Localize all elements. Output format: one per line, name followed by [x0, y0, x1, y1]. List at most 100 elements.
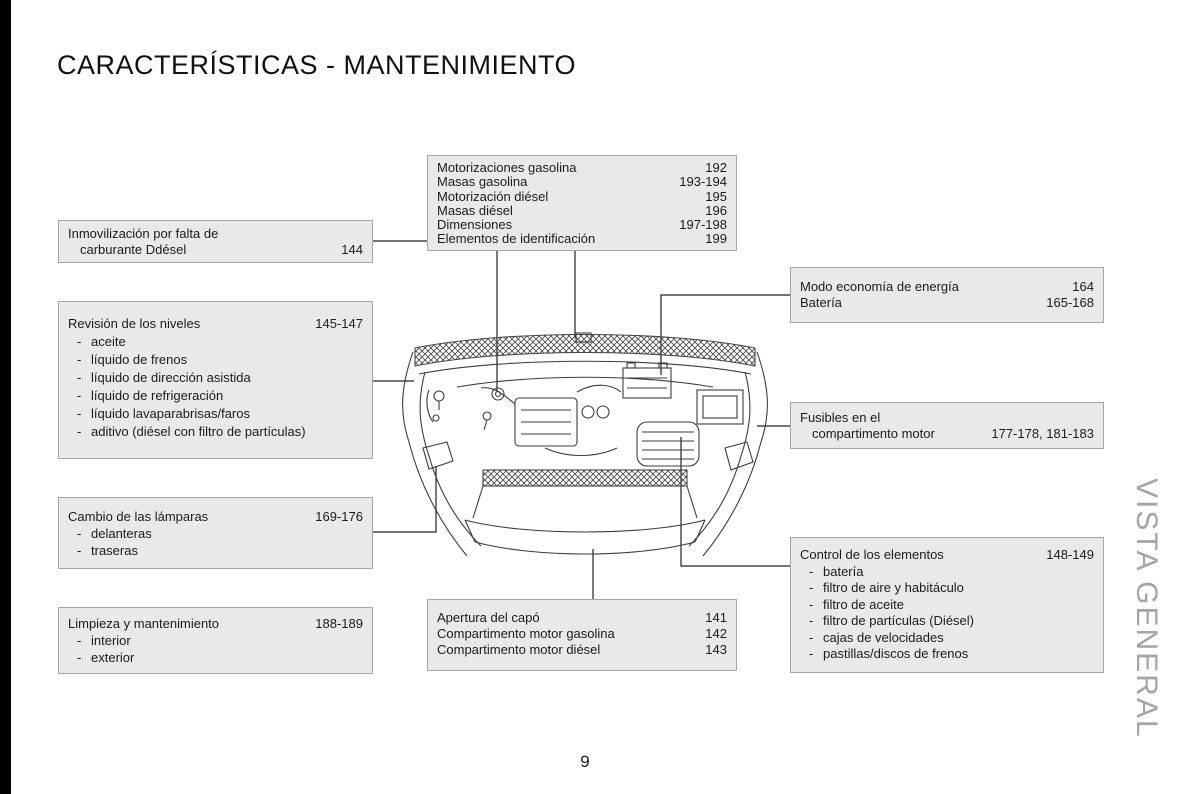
engine-block	[514, 397, 578, 447]
washer-reservoir-detail	[432, 414, 440, 422]
grille-upper-line	[464, 519, 706, 533]
list-item: traseras	[68, 542, 363, 559]
row-label: Dimensiones	[437, 217, 513, 233]
callout-row: Masas gasolina 193-194	[437, 174, 727, 190]
callout-row: Compartimento motor gasolina 142	[437, 626, 727, 642]
callout-title-row: Cambio de las lámparas 169-176	[68, 508, 363, 525]
row-label: Compartimento motor gasolina	[437, 626, 615, 641]
page-title: CARACTERÍSTICAS - MANTENIMIENTO	[57, 50, 577, 80]
callout-title: Cambio de las lámparas	[68, 509, 209, 524]
row-label: Elementos de identificación	[437, 231, 596, 247]
list-item: líquido de dirección asistida	[68, 369, 363, 387]
callout-row: Modo economía de energía 164	[800, 279, 1094, 295]
row-label: Batería	[800, 295, 842, 310]
callout-title-row: Revisión de los niveles 145-147	[68, 315, 363, 333]
row-pages: 188-189	[315, 616, 363, 631]
air-filter-ribs	[642, 431, 694, 460]
list-item: líquido de frenos	[68, 351, 363, 369]
bumper-sides	[464, 519, 706, 543]
row-pages: 142	[705, 626, 727, 641]
side-tab-label: VISTA GENERAL	[1130, 478, 1163, 739]
callout-text-line2: carburante Ddésel	[80, 242, 187, 257]
right-headlamp	[724, 441, 754, 471]
callout-title: Control de los elementos	[800, 547, 944, 562]
row-pages: 148-149	[1046, 547, 1094, 562]
list-item: líquido de refrigeración	[68, 387, 363, 405]
row-pages: 195	[705, 188, 727, 204]
callout-text-line1: Inmovilización por falta de	[68, 226, 219, 241]
hose-left	[480, 387, 516, 405]
list-item: batería	[800, 564, 1094, 581]
row-pages: 177-178, 181-183	[991, 426, 1094, 441]
crossmember-supports	[472, 485, 698, 519]
right-fender-outline	[702, 351, 768, 557]
row-pages: 197-198	[679, 217, 727, 233]
hood-latch	[575, 332, 592, 343]
callout-immobilization: Inmovilización por falta de carburante D…	[58, 220, 373, 263]
row-label: Motorización diésel	[437, 188, 549, 204]
callout-row: Compartimento motor diésel 143	[437, 642, 727, 658]
connector-lamps	[373, 466, 437, 533]
brake-fluid-cap	[596, 405, 610, 419]
washer-reservoir-body	[426, 389, 440, 423]
dipstick-rod	[483, 419, 488, 431]
row-label: Motorizaciones gasolina	[437, 160, 577, 175]
list-item: delanteras	[68, 525, 363, 542]
list-item: filtro de partículas (Diésel)	[800, 613, 1094, 630]
list-item: aditivo (diésel con filtro de partículas…	[68, 423, 363, 441]
lower-hose	[544, 447, 618, 456]
bay-inner-edge	[418, 360, 752, 375]
list-item: interior	[68, 632, 363, 649]
list-item: exterior	[68, 649, 363, 666]
right-fender-inner	[688, 371, 751, 547]
page-spine-bar	[0, 0, 11, 794]
row-pages: 143	[705, 642, 727, 657]
list-item: líquido lavaparabrisas/faros	[68, 405, 363, 423]
page-number: 9	[580, 752, 590, 771]
hose-right	[576, 384, 622, 393]
washer-reservoir-cap	[433, 390, 445, 402]
callout-row: Motorización diésel 195	[437, 188, 727, 204]
list-item: filtro de aceite	[800, 597, 1094, 614]
fuse-box-lid	[702, 395, 738, 419]
list-item: filtro de aire y habitáculo	[800, 580, 1094, 597]
row-label: Apertura del capó	[437, 610, 540, 625]
battery	[622, 367, 672, 399]
bumper-line	[474, 541, 696, 555]
battery-terminal-right	[658, 362, 668, 369]
air-filter-housing	[636, 421, 700, 467]
list-item: cajas de velocidades	[800, 630, 1094, 647]
callout-lamps: Cambio de las lámparas 169-176 delanteras…	[58, 497, 373, 569]
front-crossmember	[482, 469, 688, 487]
row-label: Compartimento motor diésel	[437, 642, 601, 657]
list-item: pastillas/discos de frenos	[800, 646, 1094, 663]
row-pages: 164	[1072, 279, 1094, 294]
callout-title: Revisión de los niveles	[68, 316, 201, 331]
row-label: Masas gasolina	[437, 174, 528, 190]
row-pages: 169-176	[315, 509, 363, 524]
bay-inner-edge-2	[456, 376, 714, 388]
cowl-seal-band	[414, 333, 756, 367]
row-pages: 193-194	[679, 174, 727, 190]
battery-terminal-left	[626, 362, 636, 369]
row-pages: 145-147	[315, 316, 363, 331]
fuse-box	[696, 389, 744, 425]
engine-bay-diagram	[402, 332, 768, 557]
callout-title: Limpieza y mantenimiento	[68, 616, 220, 631]
row-label: Modo economía de energía	[800, 279, 959, 294]
row-label: Masas diésel	[437, 202, 513, 218]
battery-label-lines	[627, 377, 667, 389]
callout-title-row: Limpieza y mantenimiento 188-189	[68, 615, 363, 632]
